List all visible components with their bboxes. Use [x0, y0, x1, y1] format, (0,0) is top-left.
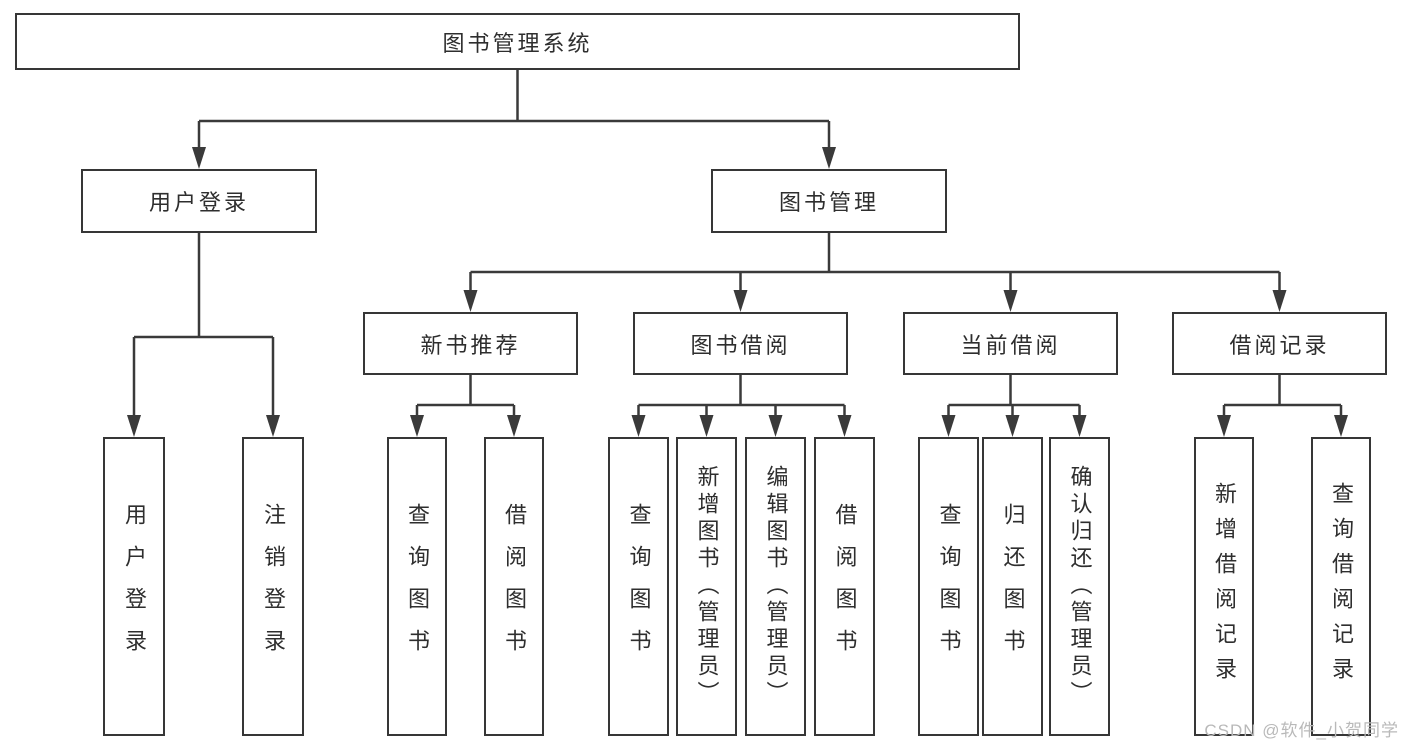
- arrow-icon: [733, 290, 748, 312]
- leaf-add-books-admin: 新增图书（管理员）: [676, 437, 737, 736]
- leaf-edit-books-admin: 编辑图书（管理员）: [745, 437, 806, 736]
- arrow-icon: [1072, 415, 1087, 437]
- arrow-icon: [941, 415, 956, 437]
- leaf-query-books-borrow: 查询图书: [608, 437, 669, 736]
- connector-root: [197, 70, 831, 147]
- arrow-icon: [699, 415, 714, 437]
- arrowheads: [127, 147, 1348, 437]
- leaf-user-login: 用户登录: [103, 437, 165, 736]
- leaf-return-books: 归还图书: [982, 437, 1043, 736]
- leaf-confirm-return-admin: 确认归还（管理员）: [1049, 437, 1110, 736]
- arrow-icon: [631, 415, 646, 437]
- leaf-query-books-recommend: 查询图书: [387, 437, 447, 736]
- arrow-icon: [192, 147, 206, 169]
- leaf-query-borrow-record: 查询借阅记录: [1311, 437, 1371, 736]
- node-borrow-records: 借阅记录: [1172, 312, 1387, 375]
- connector-borrow-records: [1222, 375, 1343, 415]
- connector-book-borrow: [637, 375, 846, 415]
- arrow-icon: [1005, 415, 1020, 437]
- leaf-logout: 注销登录: [242, 437, 304, 736]
- arrow-icon: [266, 415, 280, 437]
- arrow-icon: [1217, 415, 1231, 437]
- arrow-icon: [1003, 290, 1018, 312]
- connector-current-borrow: [947, 375, 1081, 415]
- connector-new-book-recommend: [415, 375, 516, 415]
- arrow-icon: [127, 415, 141, 437]
- arrow-icon: [463, 290, 478, 312]
- node-new-book-recommend: 新书推荐: [363, 312, 578, 375]
- arrow-icon: [1272, 290, 1287, 312]
- node-library-management-system: 图书管理系统: [15, 13, 1020, 70]
- node-current-borrow: 当前借阅: [903, 312, 1118, 375]
- connector-book-management: [469, 233, 1281, 290]
- arrow-icon: [768, 415, 783, 437]
- arrow-icon: [837, 415, 852, 437]
- node-book-management: 图书管理: [711, 169, 947, 233]
- watermark: CSDN @软件_小贺同学: [1204, 721, 1399, 740]
- arrow-icon: [410, 415, 424, 437]
- leaf-borrow-books-recommend: 借阅图书: [484, 437, 544, 736]
- arrow-icon: [822, 147, 836, 169]
- leaf-borrow-books: 借阅图书: [814, 437, 875, 736]
- arrow-icon: [1334, 415, 1348, 437]
- node-user-login: 用户登录: [81, 169, 317, 233]
- arrow-icon: [507, 415, 521, 437]
- leaf-add-borrow-record: 新增借阅记录: [1194, 437, 1254, 736]
- connector-user-login: [132, 233, 275, 415]
- node-book-borrow: 图书借阅: [633, 312, 848, 375]
- leaf-query-books-current: 查询图书: [918, 437, 979, 736]
